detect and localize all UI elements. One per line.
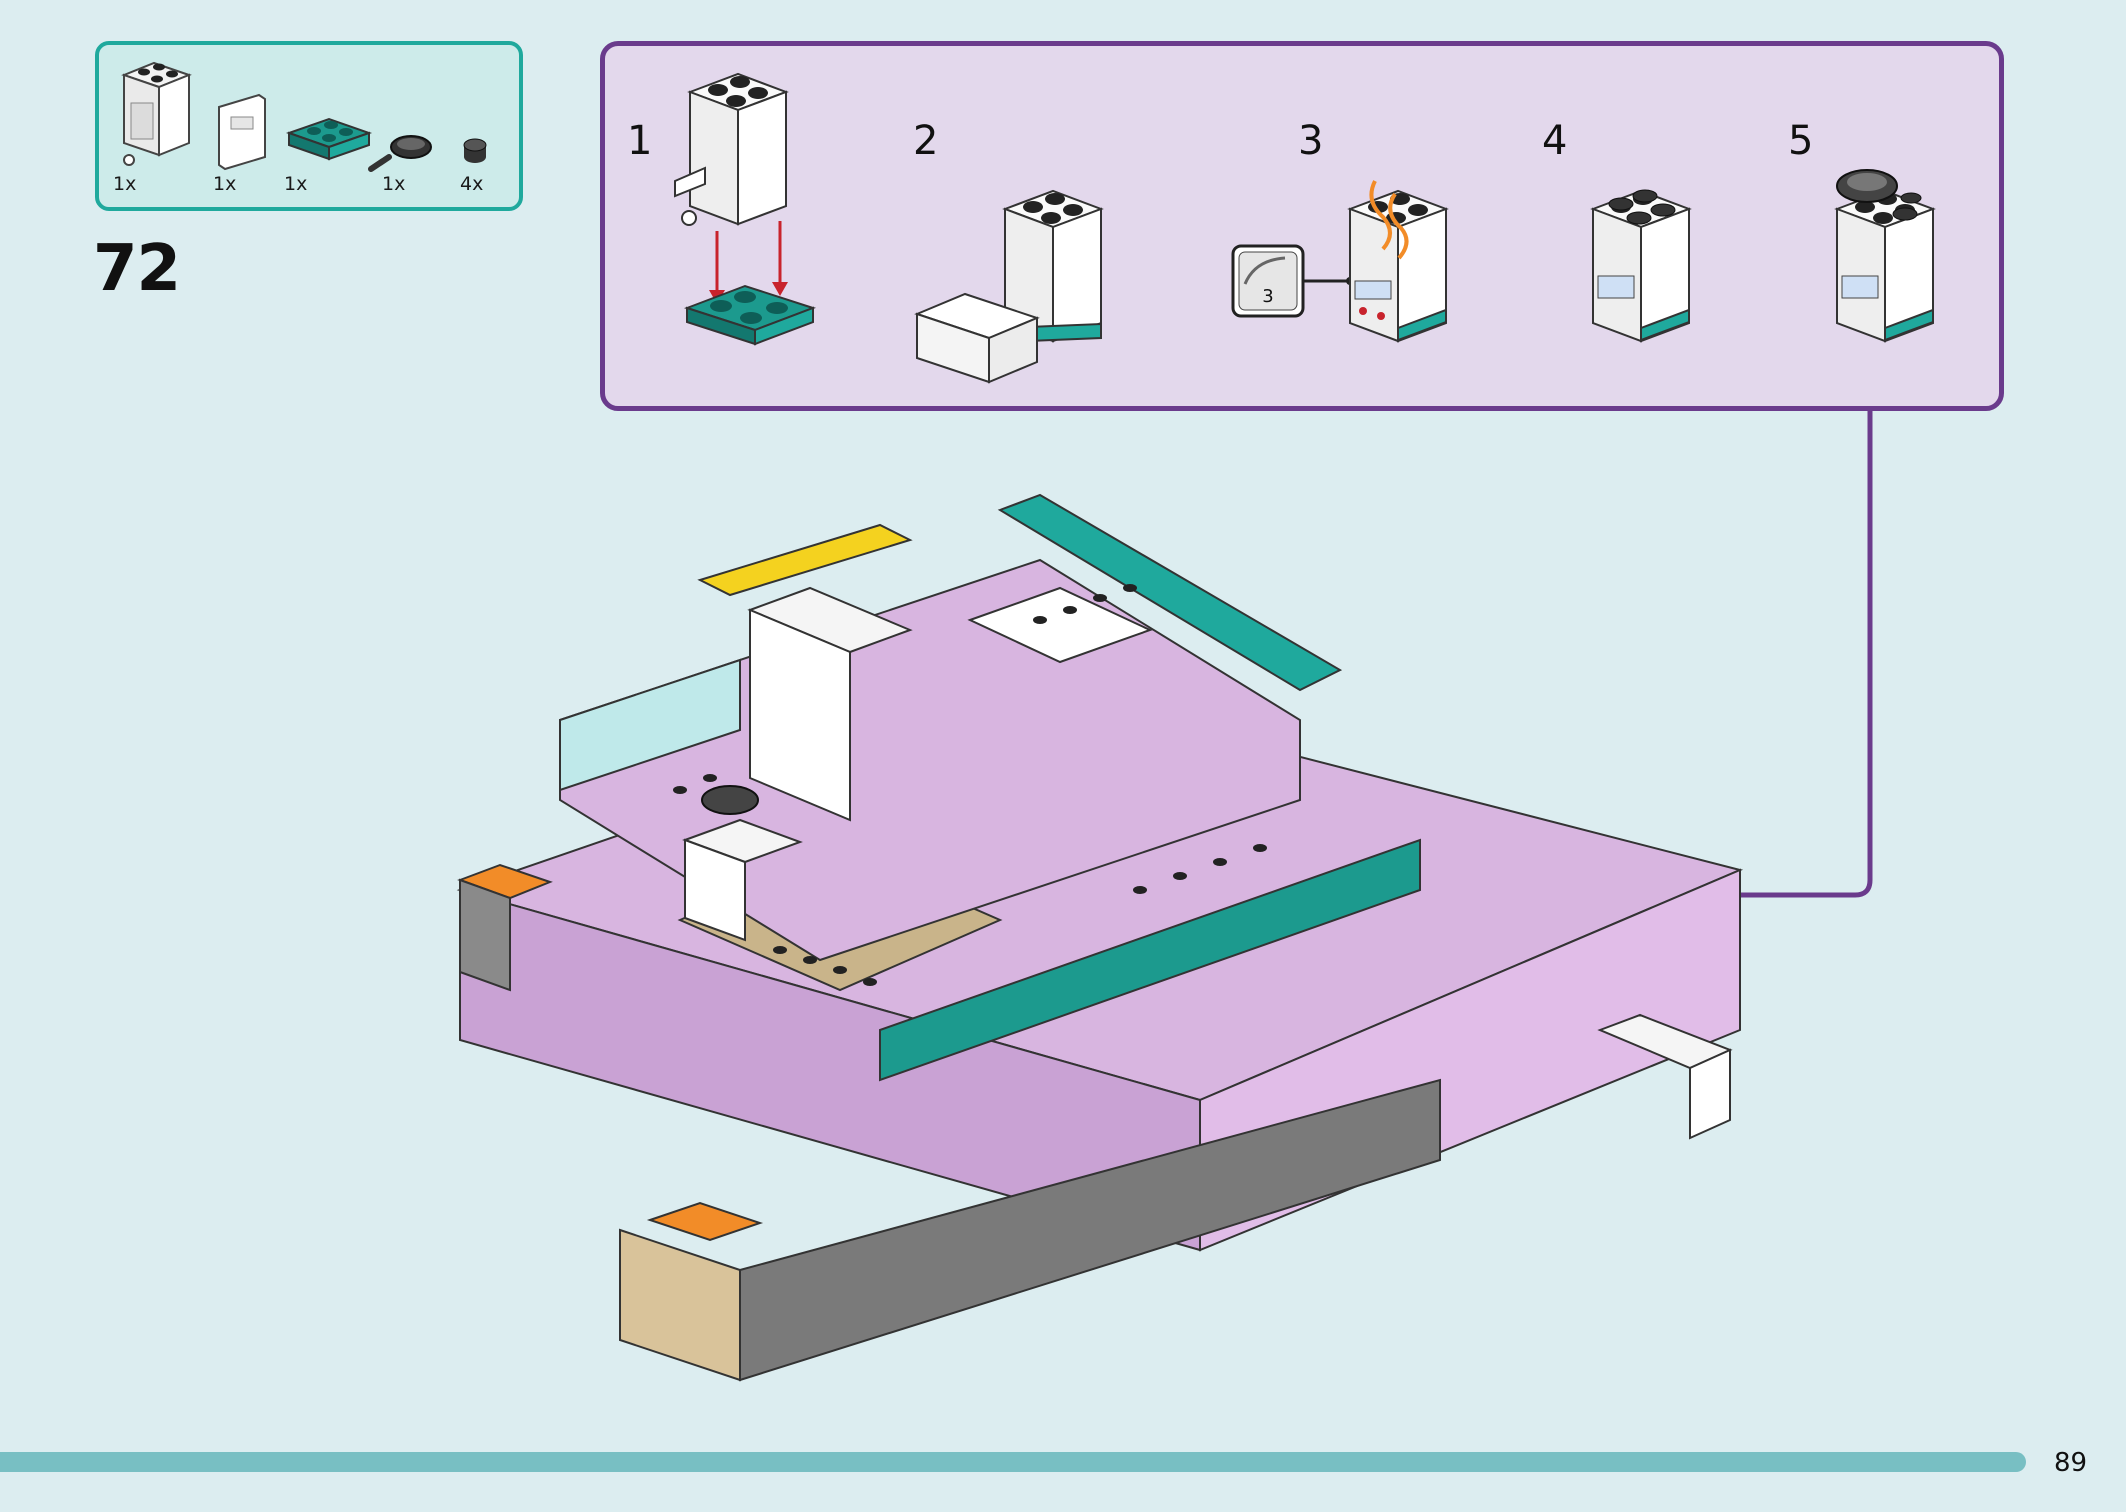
part-qty: 1x [113, 173, 137, 195]
step-number: 72 [93, 232, 181, 306]
substep-label: 2 [913, 118, 939, 164]
part-qty: 1x [284, 173, 308, 195]
part-qty: 1x [213, 173, 237, 195]
black-frying-pan-icon [368, 135, 432, 172]
callout-count: 3 [1262, 286, 1273, 307]
substep-label: 1 [627, 118, 653, 164]
substep-label: 3 [1298, 118, 1324, 164]
white-door-panel-icon [218, 93, 266, 171]
substep-5-illustration [1836, 169, 1934, 342]
page-footer-bar [0, 1452, 2026, 1472]
substep-2-illustration [914, 190, 1102, 384]
part-qty: 1x [382, 173, 406, 195]
substep-label: 4 [1542, 118, 1568, 164]
parts-list-callout: 1x 1x 1x 1x 4x [95, 41, 523, 211]
subassembly-panel: 1 2 3 4 5 [600, 41, 2004, 411]
substep-1-illustration [674, 73, 817, 346]
white-cupboard-brick-icon [121, 61, 192, 166]
page-number: 89 [2054, 1448, 2088, 1478]
main-model-illustration [456, 493, 1744, 1382]
substep-4-illustration [1592, 189, 1690, 342]
part-qty: 4x [460, 173, 484, 195]
teal-plate-2x2-icon [285, 117, 373, 161]
black-round-stud-icon [463, 138, 487, 163]
substep-label: 5 [1788, 118, 1814, 164]
substep-3-illustration: 3 [1231, 180, 1447, 342]
